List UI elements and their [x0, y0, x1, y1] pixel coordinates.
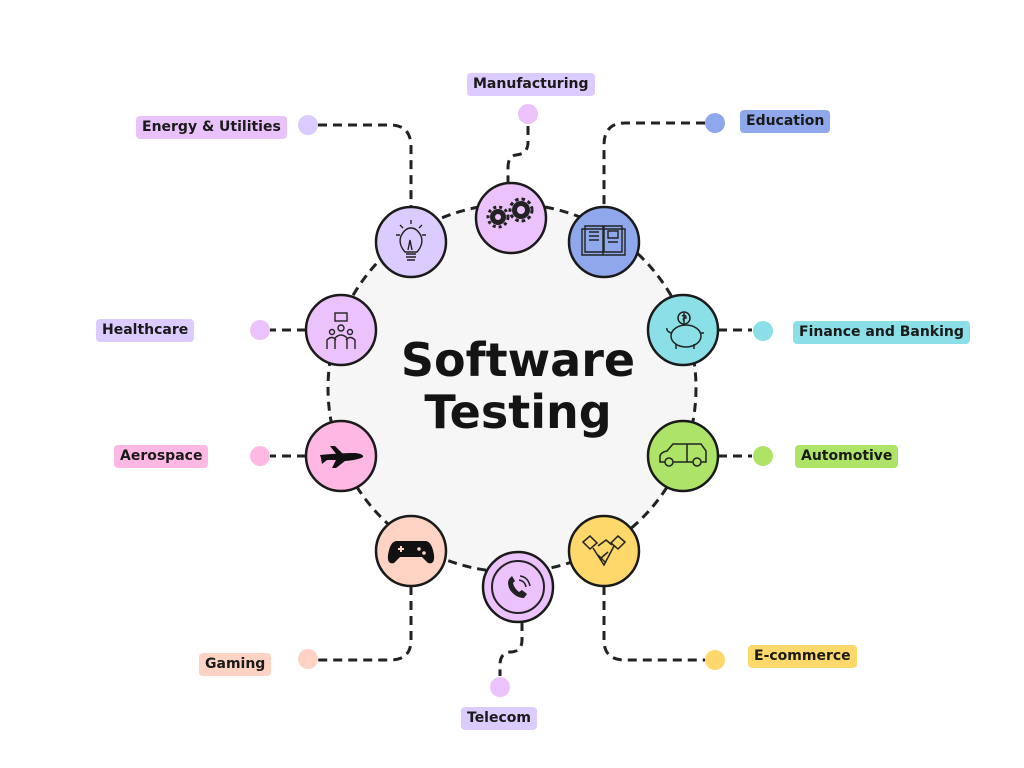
- node-manufacturing: [474, 181, 548, 255]
- connector-gaming: [318, 586, 413, 662]
- dot-energy: [298, 115, 318, 135]
- title-line-1: Software: [400, 333, 636, 387]
- connector-ecommerce: [602, 586, 705, 662]
- car-icon: [659, 443, 707, 467]
- dot-education: [705, 113, 725, 133]
- open-book-icon: [581, 225, 626, 256]
- title-line-2: Testing: [424, 385, 612, 439]
- node-telecom: [481, 550, 555, 624]
- dot-automotive: [753, 446, 773, 466]
- label-ecommerce: E-commerce: [748, 645, 857, 668]
- label-energy: Energy & Utilities: [136, 116, 287, 139]
- node-healthcare: [304, 293, 378, 367]
- airplane-icon: [320, 446, 364, 468]
- dot-telecom: [490, 677, 510, 697]
- label-aerospace: Aerospace: [114, 445, 209, 468]
- gamepad-icon: [387, 541, 435, 564]
- handshake-icon: [581, 534, 627, 567]
- lightbulb-icon: [396, 220, 426, 261]
- gears-icon: [486, 197, 534, 229]
- connector-energy: [318, 123, 413, 207]
- dot-ecommerce: [705, 650, 725, 670]
- label-education: Education: [740, 110, 831, 133]
- label-telecom: Telecom: [461, 707, 537, 730]
- dot-manufacturing: [518, 104, 538, 124]
- dot-aerospace: [250, 446, 270, 466]
- medical-team-icon: [326, 312, 356, 349]
- label-finance: Finance and Banking: [793, 321, 970, 344]
- dot-gaming: [298, 649, 318, 669]
- phone-icon: [491, 560, 545, 614]
- node-automotive: [646, 419, 720, 493]
- label-healthcare: Healthcare: [96, 319, 195, 342]
- connector-telecom: [498, 622, 524, 676]
- label-gaming: Gaming: [199, 653, 272, 676]
- piggy-bank-icon: [666, 311, 704, 349]
- label-manufacturing: Manufacturing: [467, 73, 595, 96]
- connector-education: [602, 121, 705, 207]
- label-automotive: Automotive: [795, 445, 899, 468]
- node-finance: [646, 293, 720, 367]
- connector-manufacturing: [506, 126, 530, 183]
- dot-finance: [753, 321, 773, 341]
- dot-healthcare: [250, 320, 270, 340]
- node-ecommerce: [567, 514, 641, 588]
